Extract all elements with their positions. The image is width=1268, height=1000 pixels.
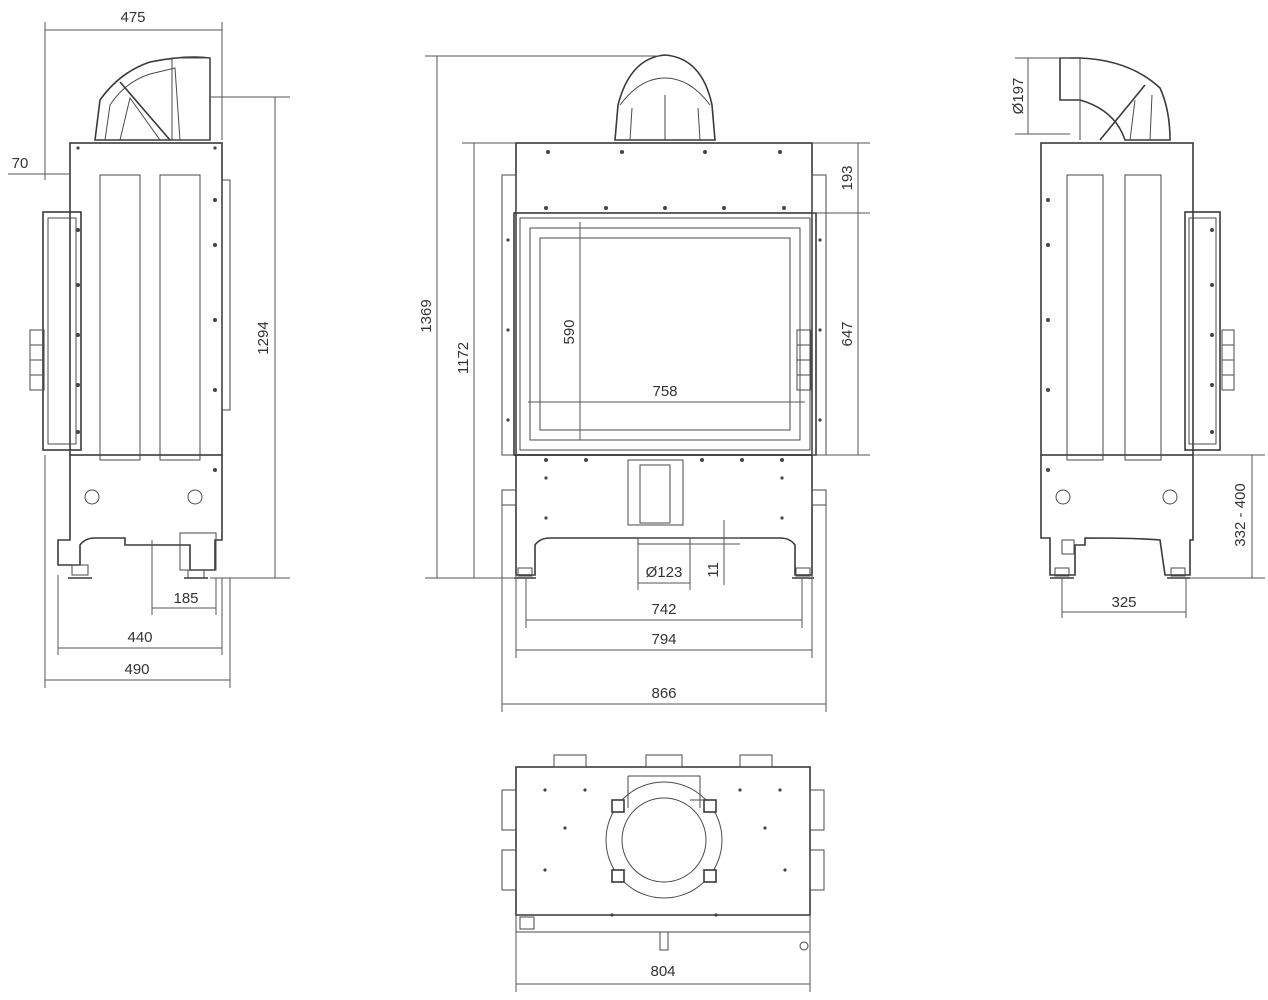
dim-490: 490 — [124, 661, 149, 678]
dim-440: 440 — [127, 629, 152, 646]
dim-475: 475 — [120, 9, 145, 26]
dim-325: 325 — [1111, 594, 1136, 611]
dim-185: 185 — [173, 590, 198, 607]
dim-794: 794 — [651, 631, 676, 648]
dim-1294: 1294 — [255, 321, 272, 354]
dim-866: 866 — [651, 685, 676, 702]
dim-11: 11 — [705, 562, 722, 578]
dim-804: 804 — [650, 963, 675, 980]
dim-590: 590 — [561, 319, 578, 344]
dim-1369: 1369 — [418, 299, 435, 332]
dim-193: 193 — [839, 165, 856, 190]
left-side-view: 475 70 1294 185 440 490 — [8, 9, 290, 688]
dim-diameter-197: Ø197 — [1010, 78, 1027, 115]
dim-70: 70 — [12, 155, 29, 172]
front-view: 1369 1172 590 758 193 647 Ø123 11 742 79… — [418, 54, 870, 712]
dim-647: 647 — [839, 321, 856, 346]
dim-332-400: 332 - 400 — [1232, 483, 1249, 546]
dim-742: 742 — [651, 601, 676, 618]
top-view: 804 — [501, 754, 825, 992]
dim-1172: 1172 — [455, 342, 472, 374]
dim-758: 758 — [652, 383, 677, 400]
right-side-view: Ø197 325 332 - 400 — [1010, 57, 1265, 618]
dim-diameter-123: Ø123 — [646, 564, 683, 581]
